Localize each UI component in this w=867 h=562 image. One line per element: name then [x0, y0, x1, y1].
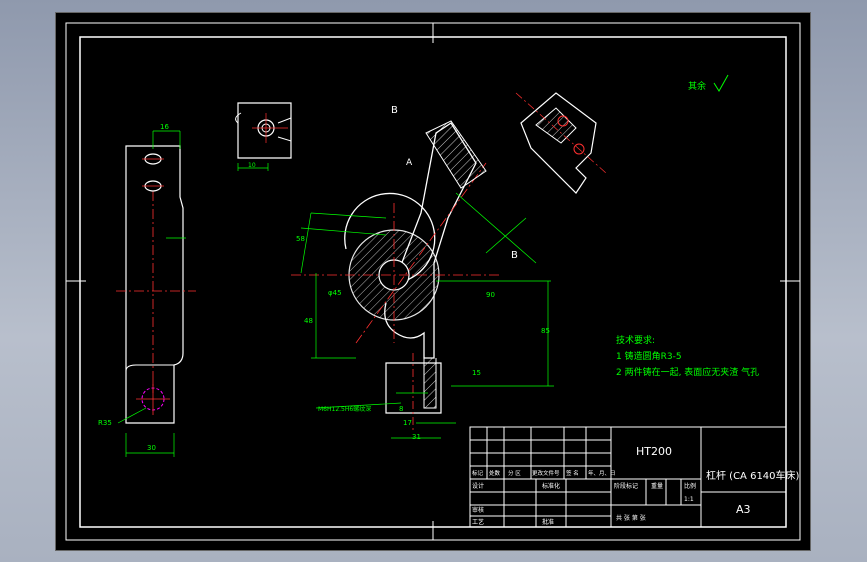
dim-90: 90	[486, 291, 495, 299]
dim-58: 58	[296, 235, 305, 243]
row-label-zone: 分 区	[508, 469, 521, 477]
dim-31: 31	[412, 433, 421, 441]
centering-marks	[66, 23, 800, 540]
review-label: 审核	[472, 506, 484, 514]
section-label-a: A	[406, 158, 413, 168]
dim-15: 15	[472, 369, 481, 377]
section-label-b-left: B	[391, 105, 398, 116]
section-view-b	[515, 92, 607, 194]
sheet-size: A3	[736, 503, 751, 516]
row-label-count: 处数	[489, 469, 501, 477]
roughness-symbol	[713, 74, 729, 92]
tech-req-item1: 1 铸造圆角R3-5	[616, 350, 682, 362]
stage-mark-label: 阶段标记	[614, 482, 638, 490]
dim-85: 85	[541, 327, 550, 335]
weight-label: 重量	[651, 482, 663, 490]
row-label-change-doc: 更改文件号	[532, 469, 560, 477]
title-block	[469, 426, 787, 528]
row-label-mark: 标记	[472, 469, 484, 477]
main-view: φ45 90 85 48 58 17 31 15 8 M6H12.5H6螺纹深 …	[291, 105, 554, 441]
dim-radius: R35	[98, 419, 112, 427]
detail-view-top: 10	[235, 102, 292, 171]
dim-dia-45: φ45	[328, 289, 342, 297]
row-label-date: 年、月、日	[588, 469, 616, 477]
row-label-signature: 签 名	[566, 469, 579, 477]
dim-48: 48	[304, 317, 313, 325]
dim-8: 8	[399, 405, 403, 413]
dim-bottom-width: 30	[147, 444, 156, 452]
approve-label: 批准	[542, 518, 554, 526]
process-label: 工艺	[472, 518, 484, 526]
tech-req-item2: 2 两件铸在一起, 表面应无夹渣 气孔	[616, 366, 759, 378]
tech-req-title: 技术要求:	[616, 334, 655, 346]
left-view: 16 30 R35	[98, 123, 196, 457]
scale-label: 比例	[684, 482, 696, 490]
material-label: HT200	[636, 445, 672, 458]
standardize-label: 标准化	[542, 482, 560, 490]
roughness-note: 其余	[688, 80, 706, 92]
sheet-info: 共 张 第 张	[616, 514, 646, 522]
thread-note: M6H12.5H6螺纹深	[318, 405, 371, 413]
section-label-b-right: B	[511, 250, 518, 261]
design-label: 设计	[472, 482, 484, 490]
tech-requirements: 技术要求: 1 铸造圆角R3-5 2 两件铸在一起, 表面应无夹渣 气孔	[616, 334, 759, 378]
dim-top-width: 16	[160, 123, 169, 131]
engineering-drawing: 16 30 R35 10	[65, 22, 801, 541]
part-name: 杠杆 (CA 6140车床)	[706, 469, 800, 482]
dim-10: 10	[248, 162, 256, 169]
scale-value: 1:1	[684, 496, 694, 503]
revision-row-labels: 标记 处数 分 区 更改文件号 签 名 年、月、日	[472, 469, 616, 477]
cad-viewport[interactable]: 16 30 R35 10	[55, 12, 811, 551]
dim-17: 17	[403, 419, 412, 427]
